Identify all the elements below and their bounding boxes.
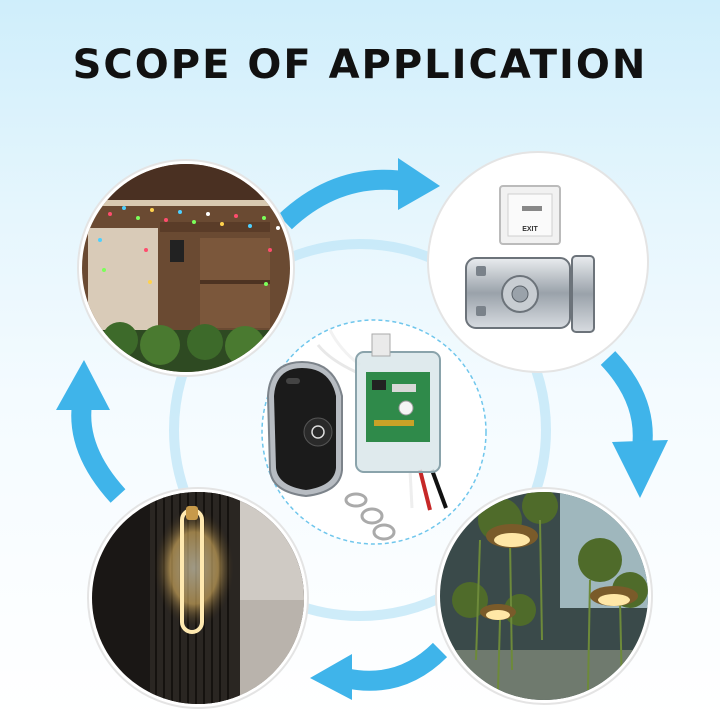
cycle-arrows bbox=[56, 158, 668, 700]
receiver-module bbox=[355, 333, 441, 473]
connecting-ring bbox=[169, 239, 551, 621]
exit-button-device: EXIT bbox=[499, 185, 561, 245]
page-title: SCOPE OF APPLICATION bbox=[72, 42, 648, 88]
scene-pendant-lights bbox=[435, 487, 653, 705]
remote-control bbox=[266, 360, 396, 541]
scene-remote-and-receiver bbox=[261, 319, 487, 545]
scene-string-lights bbox=[77, 159, 295, 377]
arrow-right bbox=[600, 351, 668, 498]
lock-body bbox=[465, 255, 595, 333]
arrow-top bbox=[278, 158, 440, 230]
arrow-bottom bbox=[310, 642, 448, 700]
scene-wall-lamp bbox=[87, 487, 309, 709]
scene-door-lock: EXIT bbox=[427, 151, 649, 373]
arrow-left bbox=[56, 360, 126, 503]
exit-label: EXIT bbox=[522, 226, 538, 233]
